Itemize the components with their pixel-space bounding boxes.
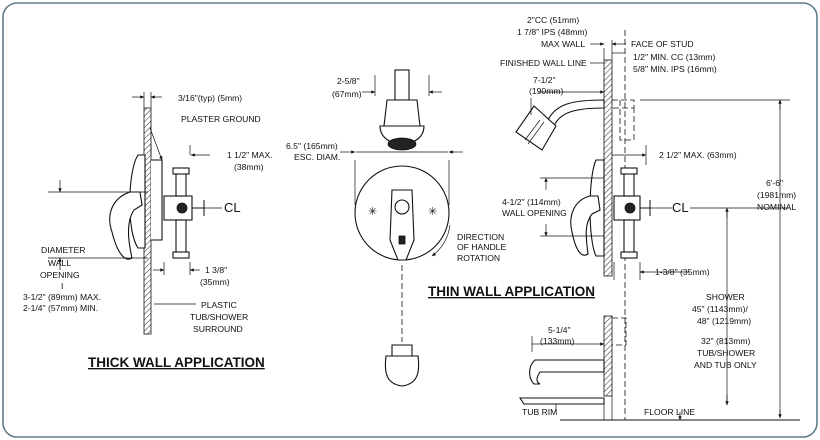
svg-text:✳: ✳ xyxy=(428,206,437,218)
thick-plaster-ground xyxy=(151,159,163,241)
plaster-ground-label: PLASTER GROUND xyxy=(181,114,261,124)
thin-centerline-label: CL xyxy=(672,200,689,215)
thick-138-mm-label: (35mm) xyxy=(200,277,230,287)
diameter-label: DIAMETER xyxy=(41,245,85,255)
front-258-mm-label: (67mm) xyxy=(332,89,362,99)
thin-handle xyxy=(570,195,601,256)
esc-diam-text: ESC. DIAM. xyxy=(294,152,340,162)
direction-label: DIRECTION xyxy=(457,232,504,242)
thin-max-label: 2 1/2" MAX. (63mm) xyxy=(659,150,737,160)
thick-138-label: 1 3/8" xyxy=(205,265,227,275)
cc2-label: 2"CC (51mm) xyxy=(527,15,579,25)
finished-wall-label: FINISHED WALL LINE xyxy=(500,58,587,68)
tub-only-label: AND TUB ONLY xyxy=(694,360,757,370)
esc-diam-label: 6.5" (165mm) xyxy=(286,141,338,151)
tub-rim-shape xyxy=(518,397,605,405)
showerhead-side xyxy=(515,105,557,151)
thin-wall-lower-hatch xyxy=(603,315,613,397)
floor-line-label: FLOOR LINE xyxy=(644,407,695,417)
tub-rim-label: TUB RIM xyxy=(522,407,557,417)
nominal-dim-label: 6'-6" xyxy=(766,178,783,188)
min-ips-label: 5/8" MIN. IPS (16mm) xyxy=(633,64,717,74)
wall-label: WALL xyxy=(48,258,71,268)
thick-max-label: 1 1/2" MAX. xyxy=(227,150,273,160)
shower-label: SHOWER xyxy=(706,292,745,302)
shower-arm xyxy=(547,99,605,127)
of-handle-label: OF HANDLE xyxy=(457,242,506,252)
tub-spout-front xyxy=(384,355,420,387)
thick-wall-title: THICK WALL APPLICATION xyxy=(88,355,265,370)
svg-text:✳: ✳ xyxy=(368,206,377,218)
thick-max-mm-label: (38mm) xyxy=(234,162,264,172)
thin-wall-title: THIN WALL APPLICATION xyxy=(428,284,595,299)
thin-wall-hatch xyxy=(603,59,613,277)
tub-32-label: 32" (813mm) xyxy=(701,336,751,346)
min-cc-label: 1/2" MIN. CC (13mm) xyxy=(633,52,715,62)
surround-label: SURROUND xyxy=(193,324,243,334)
front-view-drawing: ✳ ✳ xyxy=(340,69,463,387)
wall-opening-dim-label: 4-1/2" (114mm) xyxy=(502,197,561,207)
thin-wall-drawing xyxy=(515,30,800,421)
thick-centerline-label: CL xyxy=(224,200,241,215)
thick-typ-label: 3/16"(typ) (5mm) xyxy=(178,93,242,103)
thin-712-label: 7-1/2" xyxy=(533,75,556,85)
opening-label: OPENING xyxy=(40,270,80,280)
tub-spout-side xyxy=(529,359,605,385)
shower-48-label: 48" (1219mm) xyxy=(697,316,751,326)
thin-138-label: 1-3/8" (35mm) xyxy=(655,267,710,277)
diam-max-label: 3-1/2" (89mm) MAX. xyxy=(23,292,101,302)
shower-45-label: 45" (1143mm)/ xyxy=(692,304,749,314)
max-wall-label: MAX WALL xyxy=(541,39,585,49)
face-of-stud-label: FACE OF STUD xyxy=(631,39,694,49)
ips-label: 1 7/8" IPS (48mm) xyxy=(517,27,588,37)
thin-712-mm-label: (190mm) xyxy=(529,86,564,96)
thick-wall-drawing xyxy=(48,92,222,335)
nominal-label: NOMINAL xyxy=(757,202,796,212)
plastic-label: PLASTIC xyxy=(201,300,237,310)
thick-handle xyxy=(109,191,143,260)
thin-514-label: 5-1/4" xyxy=(548,325,571,335)
front-258-label: 2-5/8" xyxy=(337,76,360,86)
showerhead-front xyxy=(383,99,421,127)
tub-shower-label: TUB/SHOWER xyxy=(697,348,755,358)
opening-separator: I xyxy=(61,281,63,291)
diam-min-label: 2-1/4" (57mm) MIN. xyxy=(23,303,98,313)
tub-shower-label: TUB/SHOWER xyxy=(190,312,248,322)
rotation-label: ROTATION xyxy=(457,253,500,263)
wall-opening-label: WALL OPENING xyxy=(502,208,567,218)
thin-514-mm-label: (133mm) xyxy=(540,336,575,346)
nominal-mm-label: (1981mm) xyxy=(757,190,796,200)
